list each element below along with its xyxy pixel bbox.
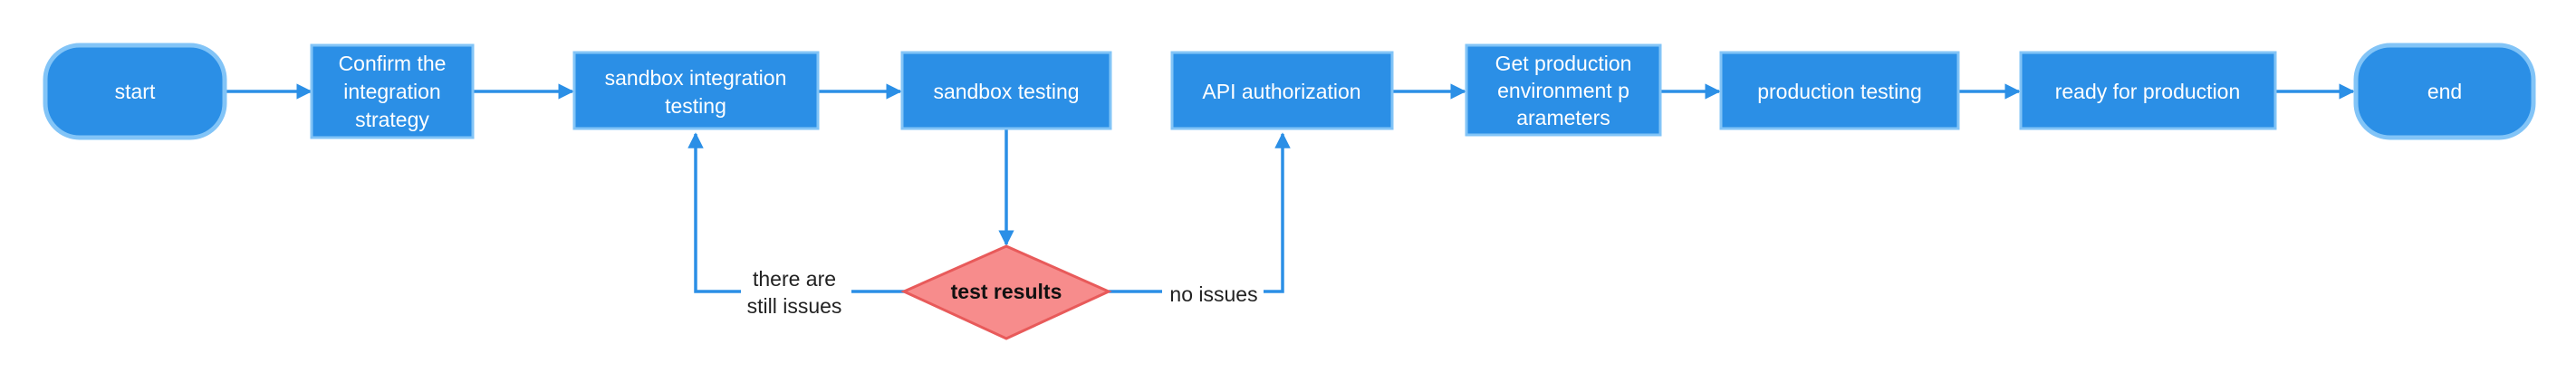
node-end-label: end <box>2427 80 2462 103</box>
node-get-production-line2: environment p <box>1497 79 1629 102</box>
node-start-label: start <box>115 80 156 103</box>
edge-label-still-issues-line2: still issues <box>747 294 842 318</box>
node-test-results-label: test results <box>951 280 1062 303</box>
node-ready-label: ready for production <box>2055 80 2241 103</box>
edge-label-no-issues: no issues <box>1162 281 1264 306</box>
edge-test-results-to-api-authorization <box>1109 132 1291 293</box>
node-sandbox-integration-line1: sandbox integration <box>605 66 787 90</box>
node-sandbox-integration[interactable]: sandbox integration testing <box>572 51 820 130</box>
node-confirm-label-line2: integration <box>343 80 440 103</box>
node-confirm-label-line3: strategy <box>355 108 429 131</box>
node-ready-for-production[interactable]: ready for production <box>2019 51 2277 130</box>
node-production-testing[interactable]: production testing <box>1719 51 1960 130</box>
edge-label-no-issues-text: no issues <box>1169 282 1257 306</box>
node-confirm-label-line1: Confirm the <box>339 52 447 75</box>
node-end[interactable]: end <box>2353 43 2536 140</box>
node-sandbox-testing-label: sandbox testing <box>933 80 1079 103</box>
node-sandbox-testing[interactable]: sandbox testing <box>900 51 1112 130</box>
node-api-authorization[interactable]: API authorization <box>1170 51 1394 130</box>
edge-label-still-issues-line1: there are <box>753 267 836 291</box>
node-get-production-line1: Get production <box>1495 52 1632 75</box>
edge-label-still-issues: there are still issues <box>741 266 851 319</box>
node-production-testing-label: production testing <box>1757 80 1922 103</box>
node-get-production-line3: arameters <box>1516 106 1610 129</box>
node-test-results[interactable]: test results <box>900 244 1112 340</box>
node-confirm-strategy[interactable]: Confirm the integration strategy <box>310 43 475 139</box>
node-api-authorization-label: API authorization <box>1202 80 1360 103</box>
node-sandbox-integration-line2: testing <box>665 94 726 118</box>
node-get-production-params[interactable]: Get production environment p arameters <box>1465 43 1662 137</box>
node-start[interactable]: start <box>43 43 227 140</box>
